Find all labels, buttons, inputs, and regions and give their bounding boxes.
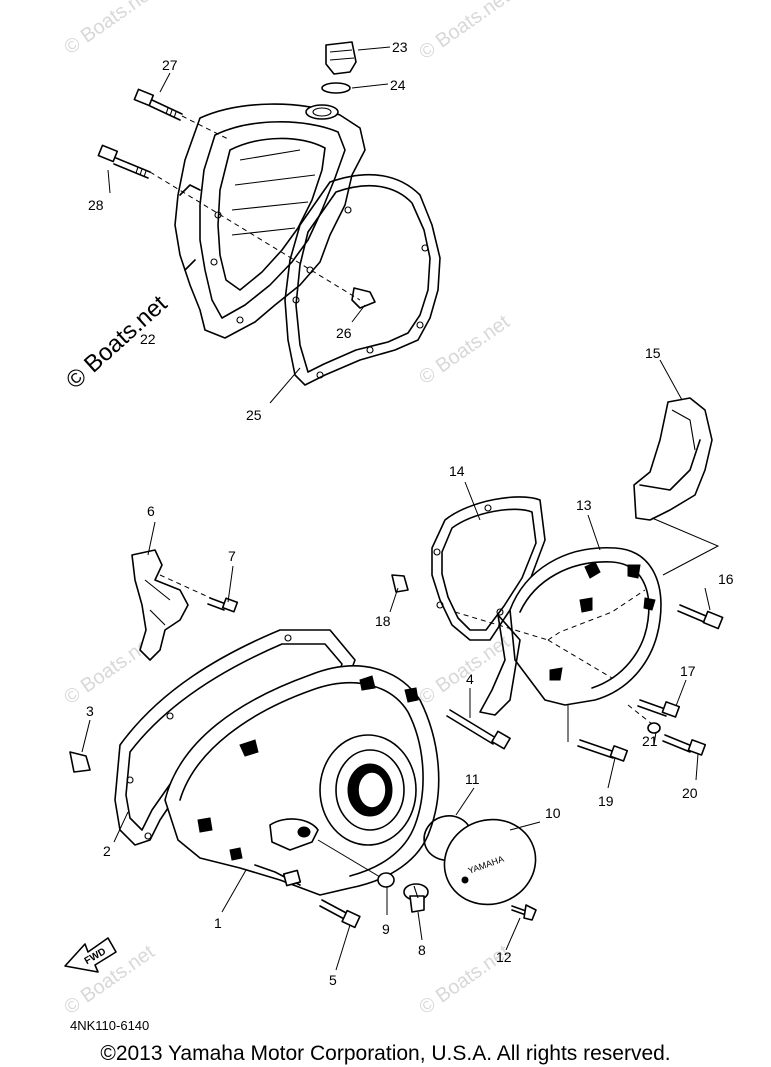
callout-16: 16 <box>718 571 734 587</box>
bolt-7 <box>207 597 239 613</box>
o-ring-24 <box>321 82 351 94</box>
bolt-27 <box>133 88 183 121</box>
plug-8 <box>403 883 429 913</box>
diagram-code: 4NK110-6140 <box>70 1018 150 1033</box>
callout-19: 19 <box>598 793 614 809</box>
copyright-notice: ©2013 Yamaha Motor Corporation, U.S.A. A… <box>100 1042 671 1065</box>
bolt-20 <box>662 734 707 756</box>
callout-8: 8 <box>418 942 426 958</box>
callout-25: 25 <box>246 407 262 423</box>
washer-21 <box>647 722 661 734</box>
bolt-28 <box>97 144 151 179</box>
cover-13 <box>479 547 662 716</box>
assembly-guide-line <box>317 839 386 881</box>
assembly-guide-line <box>454 589 646 679</box>
dowel-pin-3 <box>69 751 91 773</box>
callout-14: 14 <box>449 463 465 479</box>
watermark: © Boats.net <box>415 311 514 389</box>
callout-labels: 23 24 27 28 22 26 25 15 14 13 16 18 6 7 … <box>86 39 734 988</box>
bracket-6 <box>131 549 189 661</box>
assembly-guide-line <box>149 115 361 301</box>
callout-23: 23 <box>392 39 408 55</box>
callout-20: 20 <box>682 785 698 801</box>
callout-27: 27 <box>162 57 178 73</box>
watermark-side: © Boats.net <box>61 290 173 394</box>
callout-7: 7 <box>228 548 236 564</box>
watermark: © Boats.net <box>60 0 159 59</box>
bolt-4 <box>446 709 511 750</box>
callout-22: 22 <box>140 331 156 347</box>
callout-24: 24 <box>390 77 406 93</box>
bolt-5 <box>319 899 361 929</box>
callout-4: 4 <box>466 671 474 687</box>
callout-leaders <box>81 46 711 971</box>
callout-28: 28 <box>88 197 104 213</box>
dowel-pin-18 <box>391 574 409 593</box>
gasket-25 <box>284 173 441 386</box>
callout-10: 10 <box>545 805 561 821</box>
watermark: © Boats.net <box>415 0 514 64</box>
callout-1: 1 <box>214 915 222 931</box>
callout-6: 6 <box>147 503 155 519</box>
callout-17: 17 <box>680 663 696 679</box>
bolt-19 <box>577 739 629 762</box>
washer-9 <box>377 872 395 888</box>
oil-filler-plug-23 <box>325 41 357 75</box>
gasket-14 <box>431 496 546 641</box>
callout-11: 11 <box>465 771 480 787</box>
callout-3: 3 <box>86 703 94 719</box>
bracket-15 <box>633 397 713 521</box>
callout-12: 12 <box>496 949 512 965</box>
gasket-2 <box>114 629 356 846</box>
callout-21: 21 <box>642 733 658 749</box>
assembly-guide-line <box>627 704 653 725</box>
callout-5: 5 <box>329 972 337 988</box>
crankcase-cover-1 <box>164 665 440 896</box>
callout-13: 13 <box>576 497 592 513</box>
assembly-guide-line <box>159 574 216 601</box>
upper-cover-22 <box>174 103 366 339</box>
dowel-pin-26 <box>351 287 376 309</box>
callout-26: 26 <box>336 325 352 341</box>
callout-18: 18 <box>375 613 391 629</box>
bolt-16 <box>677 604 724 630</box>
callout-2: 2 <box>103 843 111 859</box>
callout-9: 9 <box>382 921 390 937</box>
watermark: © Boats.net <box>415 631 514 709</box>
assembly-guide-line <box>651 517 720 576</box>
cover-10: YAMAHA <box>443 818 537 906</box>
callout-15: 15 <box>645 345 661 361</box>
screw-12 <box>511 904 537 921</box>
bolt-17 <box>637 699 681 718</box>
